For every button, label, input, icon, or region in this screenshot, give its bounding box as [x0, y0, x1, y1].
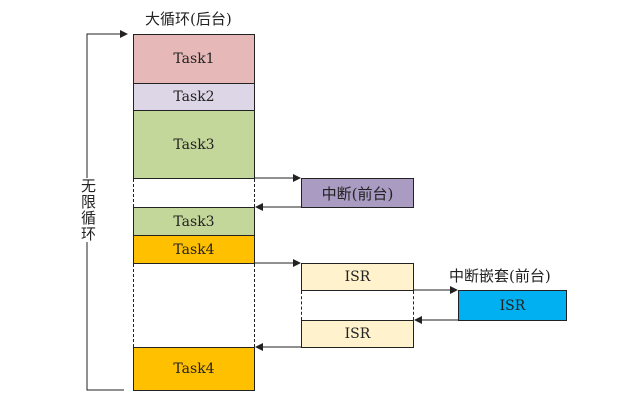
isr-resume-block: ISR	[301, 320, 414, 348]
task3-resume-block: Task3	[133, 207, 255, 236]
preempted-gap	[133, 179, 255, 207]
nested-isr-block: ISR	[458, 290, 567, 321]
isr-preempted-gap	[301, 291, 414, 320]
interrupt-block: 中断(前台)	[301, 178, 414, 208]
task2-block: Task2	[133, 83, 255, 111]
isr-block: ISR	[301, 263, 414, 291]
loop-label: 无限循环	[78, 178, 99, 242]
task3-block: Task3	[133, 110, 255, 179]
task4-block: Task4	[133, 235, 255, 264]
background-title: 大循环(后台)	[145, 10, 232, 28]
nested-label: 中断嵌套(前台)	[449, 267, 551, 285]
preempted-gap	[133, 264, 255, 347]
task4-resume-block: Task4	[133, 347, 255, 391]
